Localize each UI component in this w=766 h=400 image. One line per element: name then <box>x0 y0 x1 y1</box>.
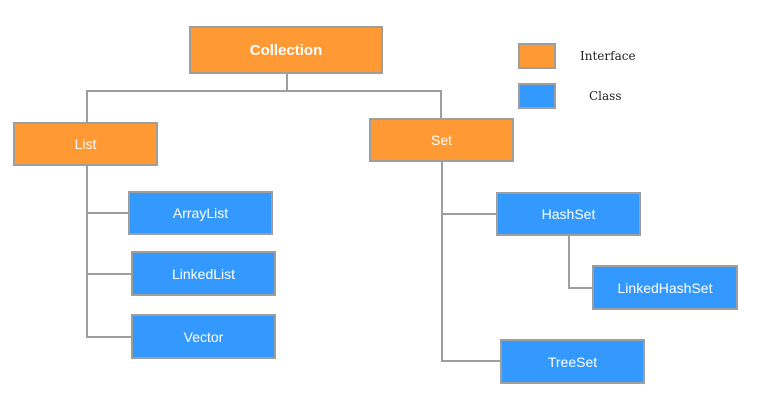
linkedlist-node: LinkedList <box>131 251 276 296</box>
vector-node: Vector <box>131 314 276 359</box>
legend-interface-label: Interface <box>580 49 636 63</box>
vector-label: Vector <box>183 328 224 345</box>
connector-to-linkedlist <box>86 273 133 275</box>
arraylist-node: ArrayList <box>128 191 273 235</box>
hashset-label: HashSet <box>541 206 596 222</box>
linkedlist-label: LinkedList <box>171 265 236 282</box>
set-label: Set <box>430 132 452 148</box>
list-label: List <box>74 136 97 152</box>
linkedhashset-node: LinkedHashSet <box>592 265 738 310</box>
set-node: Set <box>369 118 514 162</box>
list-node: List <box>13 122 158 166</box>
collection-node: Collection <box>189 26 383 74</box>
connector-to-treeset <box>441 360 502 362</box>
connector-collection-down <box>286 74 288 92</box>
linkedhashset-label: LinkedHashSet <box>617 279 713 296</box>
connector-to-list <box>86 90 88 124</box>
legend-class-swatch <box>518 83 556 109</box>
connector-list-trunk <box>86 165 88 338</box>
connector-to-set <box>440 90 442 120</box>
connector-top-horizontal <box>86 90 442 92</box>
connector-to-hashset <box>441 213 498 215</box>
connector-hashset-down <box>568 235 570 289</box>
treeset-node: TreeSet <box>500 339 645 384</box>
treeset-label: TreeSet <box>547 353 598 370</box>
connector-to-vector <box>86 336 133 338</box>
hashset-node: HashSet <box>496 192 641 236</box>
legend-interface-swatch <box>518 43 556 69</box>
legend-class-label: Class <box>589 89 622 103</box>
collection-label: Collection <box>249 41 323 59</box>
connector-to-linkedhashset <box>568 287 594 289</box>
connector-to-arraylist <box>86 212 130 214</box>
connector-set-trunk <box>441 161 443 362</box>
arraylist-label: ArrayList <box>172 205 229 221</box>
